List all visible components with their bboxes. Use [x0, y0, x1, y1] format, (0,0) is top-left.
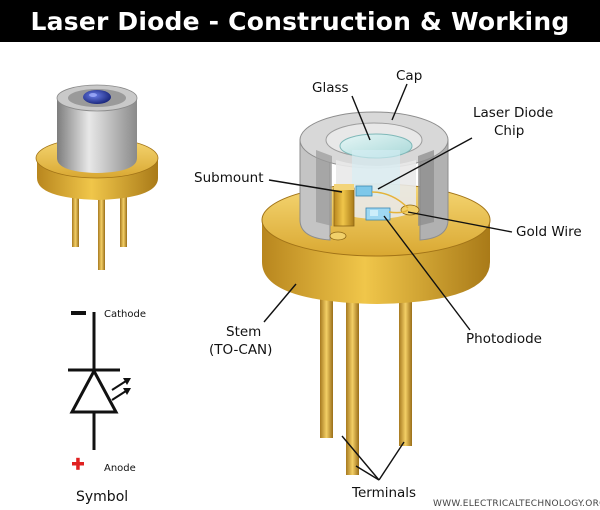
label-terminals: Terminals [351, 485, 416, 501]
leader-lines [263, 83, 513, 481]
submount [333, 187, 355, 227]
label-photodiode: Photodiode [466, 331, 542, 347]
laser-diode-chip [355, 185, 373, 197]
label-cap: Cap [396, 68, 422, 84]
wire-post [400, 204, 420, 216]
photo-can [57, 98, 137, 173]
label-submount: Submount [194, 170, 264, 186]
diagram-canvas: Cathode Anode Symbol [35, 68, 600, 509]
laser-diode-symbol: Cathode Anode Symbol [68, 309, 146, 505]
watermark: WWW.ELECTRICALTECHNOLOGY.ORG [433, 499, 600, 509]
terminal-right [399, 296, 412, 446]
symbol-caption: Symbol [76, 489, 128, 505]
gold-wire [371, 191, 409, 209]
photo-lens [83, 90, 111, 104]
label-chip-line2: Chip [494, 123, 524, 139]
label-gold-wire: Gold Wire [516, 224, 582, 240]
anode-plus-mark [72, 457, 84, 470]
cathode-label: Cathode [104, 309, 146, 320]
label-stem-line2: (TO-CAN) [209, 342, 272, 358]
label-stem-line1: Stem [226, 324, 261, 340]
construction-diagram [261, 111, 491, 475]
label-chip-line1: Laser Diode [473, 105, 553, 121]
photo-pin-left [72, 185, 79, 247]
terminal-left [320, 288, 333, 438]
page-title: Laser Diode - Construction & Working [30, 6, 570, 36]
title-bar: Laser Diode - Construction & Working [0, 0, 600, 42]
terminal-middle [346, 300, 359, 475]
photo-pin-right [120, 185, 127, 247]
diode-triangle [69, 367, 119, 414]
label-glass: Glass [312, 80, 349, 96]
photo-pin-middle [98, 188, 105, 270]
laser-diode-photo [35, 84, 159, 270]
emission-arrows [111, 378, 131, 401]
anode-label: Anode [104, 463, 136, 474]
